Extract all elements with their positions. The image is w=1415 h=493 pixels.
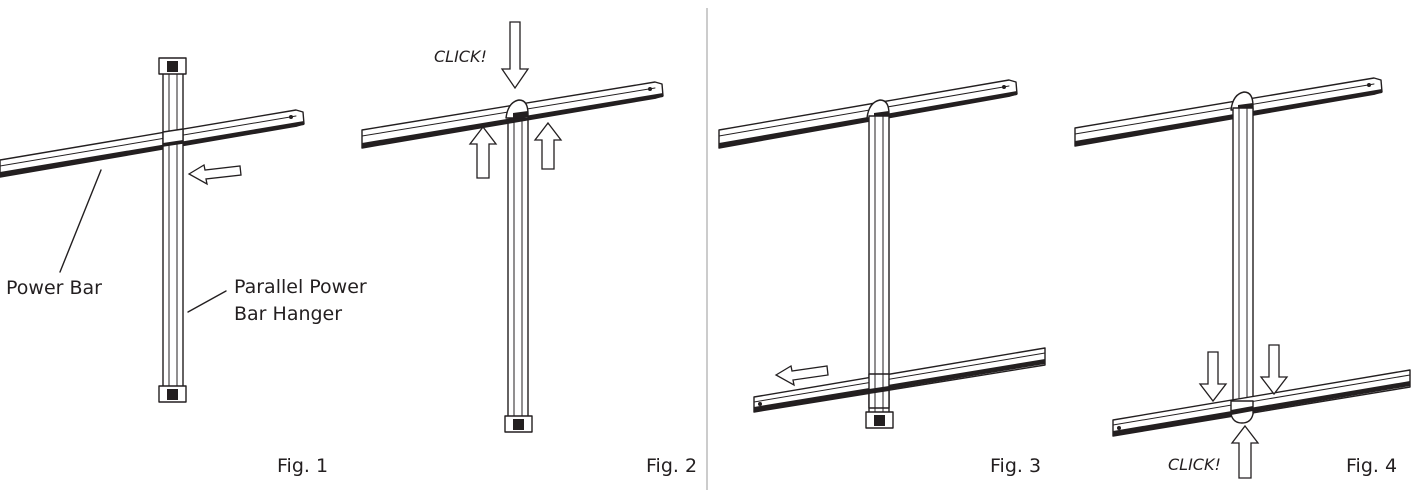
power-bar-leader <box>59 169 102 273</box>
click-label-top: CLICK! <box>434 47 487 66</box>
figure-4: CLICK! Fig. 4 <box>1074 77 1411 479</box>
fig-4-caption: Fig. 4 <box>1346 455 1397 477</box>
power-bar-label: Power Bar <box>6 277 102 299</box>
lower-power-bar <box>1112 369 1411 437</box>
upper-power-bar <box>1074 77 1383 147</box>
parallel-power-bar-hanger <box>1232 107 1254 415</box>
figure-2: CLICK! Fig. 2 <box>361 21 697 477</box>
fig-1-caption: Fig. 1 <box>277 455 328 477</box>
slide-left-arrow <box>774 364 829 387</box>
slide-left-arrow <box>187 163 242 186</box>
up-arrow-right <box>533 121 563 170</box>
down-arrow-right <box>1259 344 1289 396</box>
hanger-leader <box>187 290 227 313</box>
hanger-label-line2: Bar Hanger <box>234 303 342 325</box>
down-arrow-left <box>1198 351 1228 403</box>
lower-power-bar <box>753 347 1046 413</box>
figure-3: Fig. 3 <box>718 79 1046 477</box>
hanger-label-line1: Parallel Power <box>234 276 367 298</box>
up-arrow <box>1230 424 1260 479</box>
up-arrow-left <box>468 125 498 179</box>
figure-1: Power Bar Parallel Power Bar Hanger Fig.… <box>0 57 367 477</box>
parallel-power-bar-hanger <box>504 111 533 433</box>
fig-2-caption: Fig. 2 <box>646 455 697 477</box>
power-bar <box>0 109 305 178</box>
down-arrow <box>500 21 530 90</box>
fig-3-caption: Fig. 3 <box>990 455 1041 477</box>
parallel-power-bar-hanger <box>865 115 894 429</box>
parallel-power-bar-hanger <box>158 57 187 403</box>
click-label-bottom: CLICK! <box>1168 455 1221 474</box>
